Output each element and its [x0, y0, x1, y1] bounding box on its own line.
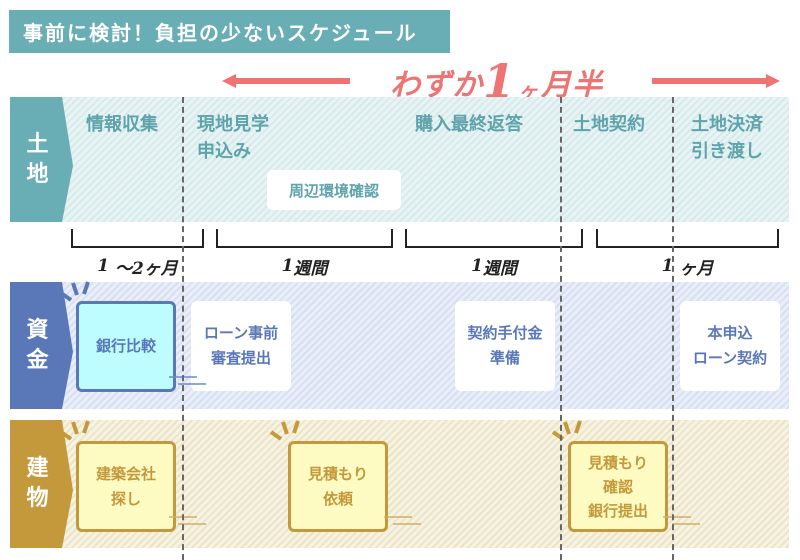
building-step-estimate-line2: 依頼: [322, 489, 353, 508]
duration-4-text: ヶ月: [679, 258, 714, 279]
money-step-prescreen-line1: ローン事前: [203, 324, 279, 342]
building-step-check-line2: 確認: [602, 477, 633, 496]
arrow-right-icon: [652, 74, 780, 88]
arrow-left-icon: [222, 74, 350, 88]
land-step-final-answer: 購入最終返答: [415, 114, 523, 135]
duration-bracket-1: [71, 229, 204, 248]
duration-4-num: 1: [661, 256, 674, 276]
building-step-find-builder: 建築会社 探し: [76, 441, 176, 532]
duration-label-1: 1 〜2ヶ月: [71, 252, 204, 280]
land-step-visit: 現地見学 申込み: [197, 111, 269, 165]
page-title: 事前に検討！負担の少ないスケジュール: [9, 10, 450, 53]
phase-divider: [672, 97, 674, 560]
money-step-main-application: 本申込 ローン契約: [680, 301, 780, 391]
land-step-settle-line2: 引き渡し: [691, 141, 763, 162]
money-step-bank-compare: 銀行比較: [76, 301, 176, 392]
building-step-check-line3: 銀行提出: [587, 501, 648, 520]
money-step-main-line2: ローン契約: [692, 349, 768, 367]
duration-3-num: 1: [471, 256, 483, 276]
land-step-settlement: 土地決済 引き渡し: [691, 111, 763, 165]
building-label-line2: 物: [26, 486, 49, 511]
duration-1-num: 1: [97, 256, 110, 276]
building-step-builder-line1: 建築会社: [95, 464, 156, 483]
land-step-info: 情報収集: [86, 114, 158, 135]
duration-1-text: 〜2ヶ月: [114, 258, 178, 279]
duration-2-num: 1: [281, 256, 294, 276]
money-step-deposit: 契約手付金 準備: [455, 301, 555, 391]
highlight-spark-icon: [58, 419, 92, 445]
phase-divider: [560, 97, 562, 560]
duration-bracket-4: [596, 229, 779, 248]
duration-2-text: 週間: [293, 258, 328, 279]
building-step-estimate-request: 見積もり 依頼: [288, 441, 388, 532]
highlight-spark-icon: [268, 419, 302, 445]
land-step-visit-line2: 申込み: [197, 141, 251, 162]
money-row-label: 資 金: [10, 282, 73, 409]
building-step-builder-line2: 探し: [110, 489, 141, 508]
building-row-label: 建 物: [10, 420, 73, 548]
money-step-main-line1: 本申込: [707, 324, 753, 342]
land-label-line2: 地: [26, 161, 49, 187]
highlight-spark-icon: [58, 280, 92, 306]
building-step-check-line1: 見積もり: [587, 453, 648, 472]
duration-3-text: 週間: [482, 258, 517, 279]
duration-label-4: 1 ヶ月: [596, 252, 779, 280]
money-label-line1: 資: [26, 317, 49, 343]
land-step-settle-line1: 土地決済: [691, 114, 763, 135]
money-step-prescreen-line2: 審査提出: [210, 349, 271, 367]
money-step-prescreen: ローン事前 審査提出: [191, 301, 291, 391]
land-step-visit-line1: 現地見学: [197, 114, 269, 135]
building-label-line1: 建: [26, 456, 49, 481]
money-label-line2: 金: [26, 347, 49, 373]
building-step-estimate-line1: 見積もり: [307, 464, 368, 483]
land-step-environment: 周辺環境確認: [267, 170, 401, 210]
building-step-estimate-check: 見積もり 確認 銀行提出: [568, 441, 668, 532]
duration-bracket-2: [216, 229, 393, 248]
money-step-deposit-line1: 契約手付金: [467, 324, 543, 342]
duration-number: 1: [483, 54, 517, 108]
land-step-contract: 土地契約: [573, 114, 645, 135]
phase-divider: [182, 97, 184, 560]
land-label-line1: 土: [26, 131, 49, 157]
duration-bracket-3: [405, 229, 583, 248]
land-row-label: 土 地: [10, 97, 73, 222]
money-step-deposit-line2: 準備: [489, 349, 520, 367]
